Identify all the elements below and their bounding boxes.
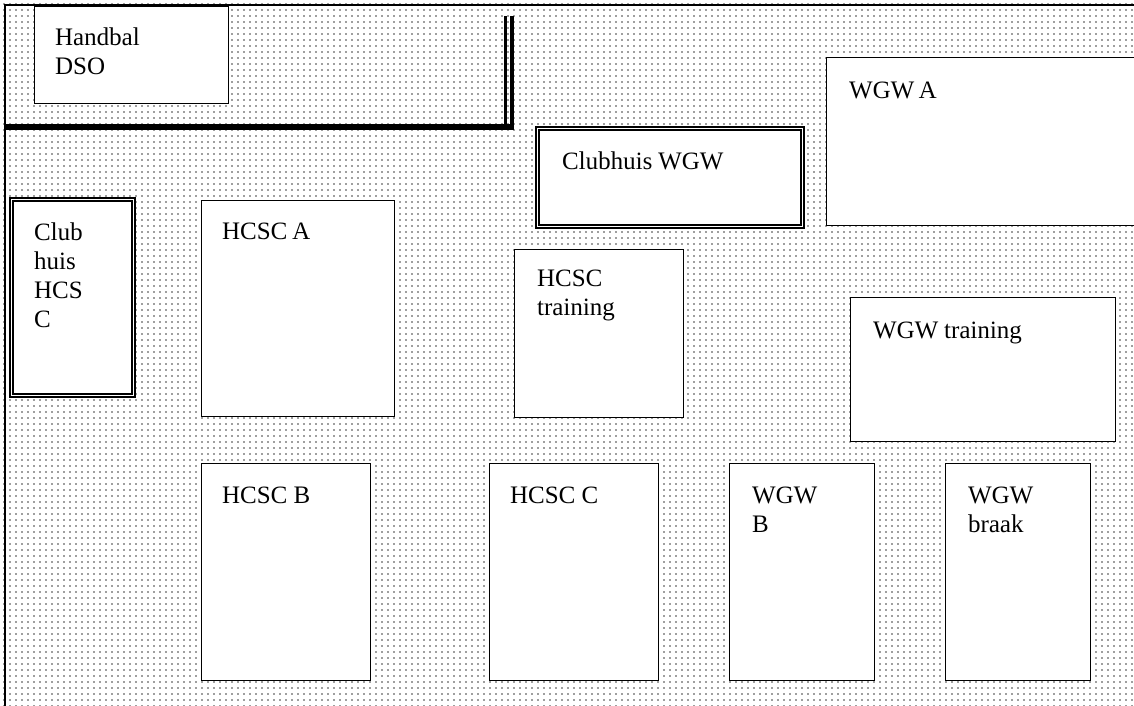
- field-label-hcsc-training: HCSC training: [537, 265, 615, 321]
- field-hcsc-c: HCSC C: [489, 463, 659, 681]
- field-label-hcsc-c: HCSC C: [510, 482, 599, 509]
- map-left-border: [4, 4, 6, 706]
- map-top-border: [4, 4, 1134, 6]
- field-label-wgw-braak: WGW braak: [968, 482, 1034, 538]
- enclosure-wall-vertical: [504, 16, 514, 130]
- building-clubhuis-hcsc: Club huis HCS C: [9, 197, 136, 398]
- field-label-wgw-a: WGW A: [849, 77, 937, 104]
- field-hcsc-a: HCSC A: [201, 200, 395, 417]
- field-handbal-dso: Handbal DSO: [34, 6, 229, 104]
- field-label-hcsc-b: HCSC B: [222, 482, 311, 509]
- field-wgw-a: WGW A: [826, 57, 1134, 226]
- field-wgw-training: WGW training: [850, 297, 1116, 442]
- field-hcsc-b: HCSC B: [201, 463, 371, 681]
- building-label-clubhuis-hcsc: Club huis HCS C: [34, 219, 83, 333]
- field-label-hcsc-a: HCSC A: [222, 218, 311, 245]
- field-label-handbal-dso: Handbal DSO: [55, 24, 140, 80]
- building-clubhuis-wgw: Clubhuis WGW: [535, 126, 805, 229]
- field-hcsc-training: HCSC training: [514, 249, 684, 418]
- building-label-clubhuis-wgw: Clubhuis WGW: [562, 148, 724, 175]
- field-label-wgw-b: WGW B: [752, 482, 818, 538]
- field-label-wgw-training: WGW training: [873, 317, 1022, 344]
- field-wgw-b: WGW B: [729, 463, 875, 681]
- enclosure-wall-horizontal: [6, 124, 512, 130]
- field-wgw-braak: WGW braak: [945, 463, 1091, 681]
